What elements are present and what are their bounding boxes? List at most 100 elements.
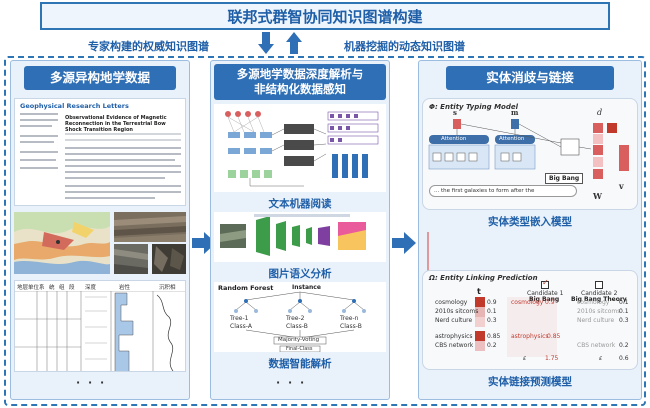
rf-tree-n: Tree-n [340, 315, 359, 322]
outcrop-photo-3 [152, 244, 186, 274]
svg-text:d: d [597, 108, 602, 117]
link-row-5-term: CBS network [435, 342, 474, 349]
rf-tree-1: Tree-1 [230, 315, 249, 322]
arrow-right-icon-2 [392, 232, 416, 254]
link-row-3-v2: 0.3 [619, 317, 629, 324]
log-header-4: 段 [69, 285, 75, 291]
geologic-map-image [14, 212, 110, 274]
typing-title: Φ: Entity Typing Model [429, 103, 518, 111]
link-row-2-c2: 2010s sitcoms [577, 308, 621, 315]
log-header-0: 地层单位 [17, 285, 40, 291]
link-row-4-v1: 0.85 [547, 333, 561, 340]
typing-mention: Big Bang [545, 173, 584, 184]
rf-final: Final-Class [286, 346, 313, 352]
score1-value: 1.75 [545, 355, 559, 362]
column1-more: · · · [76, 376, 107, 389]
link-row-2-term: 2010s sitcoms [435, 308, 479, 315]
link-row-5-c2: CBS network [577, 342, 616, 349]
link-row-5-t: 0.2 [487, 342, 497, 349]
link-row-3-term: Nerd culture [435, 317, 473, 324]
paper-journal: Geophysical Research Letters [20, 102, 129, 110]
score2-value: 0.6 [619, 355, 629, 362]
attention-label-2: Attention [499, 136, 525, 142]
typing-sentence-a: ... the first galaxies to form after the [434, 188, 535, 194]
rf-class-2: Class-B [286, 323, 308, 330]
link-row-3-c2: Nerd culture [577, 317, 615, 324]
column1-header: 多源异构地学数据 [24, 66, 176, 90]
link-row-2-v2: 0.1 [619, 308, 629, 315]
rf-class-n: Class-B [340, 323, 362, 330]
machine-kg-label: 机器挖掘的动态知识图谱 [344, 40, 465, 53]
image-analysis-cnn-diagram [214, 212, 386, 262]
arrow-up-icon [286, 32, 302, 54]
caption-text-reading: 文本机器阅读 [268, 198, 332, 210]
log-header-6: 岩性 [119, 285, 131, 291]
candidate2-name: Big Bang Theory [571, 296, 627, 303]
score1-symbol: ε [523, 355, 527, 362]
rf-instance: Instance [292, 284, 321, 291]
candidate1-label: Candidate 1 [527, 290, 564, 297]
link-row-1-v1: 0.9 [545, 299, 555, 306]
text-reading-network-diagram [214, 104, 386, 192]
link-row-5-v2: 0.2 [619, 342, 629, 349]
expert-kg-label: 专家构建的权威知识图谱 [88, 40, 209, 53]
column2-header: 多源地学数据深度解析与 非结构化数据感知 [214, 64, 386, 100]
link-row-3-t: 0.3 [487, 317, 497, 324]
link-row-4-c1: astrophysics [511, 333, 549, 340]
linking-title: Ω: Entity Linking Prediction [429, 274, 538, 282]
log-header-5: 深度 [85, 285, 97, 291]
column3-header: 实体消歧与链接 [446, 66, 614, 90]
svg-text:v: v [618, 181, 624, 191]
rf-class-1: Class-A [230, 323, 252, 330]
rf-tree-graphics [234, 291, 366, 352]
link-row-1-c1: cosmology [511, 299, 544, 306]
outcrop-photo-2 [114, 244, 148, 274]
arrow-down-icon [258, 32, 274, 54]
link-row-2-t: 0.1 [487, 308, 497, 315]
geo-images [14, 212, 186, 274]
entity-linking-model: Ω: Entity Linking Prediction ✓ Candidate… [422, 270, 638, 370]
svg-text:s: s [453, 108, 457, 117]
t-vector-bar [475, 297, 485, 351]
caption-typing-model: 实体类型嵌入模型 [488, 216, 572, 228]
random-forest-diagram: Random Forest Instance Tree-1 Tree-2 Tre… [214, 282, 386, 352]
t-vector-label: t [477, 287, 481, 296]
column2-header-line1: 多源地学数据深度解析与 [236, 67, 364, 82]
candidate1-name: Big Bang [529, 296, 560, 303]
log-header-2: 统 [49, 285, 55, 291]
column2-header-line2: 非结构化数据感知 [254, 82, 346, 96]
typing-model-graphics: d v W s m [428, 108, 629, 201]
candidate1-column-highlight [507, 297, 557, 357]
candidate1-checkbox[interactable]: ✓ [541, 278, 549, 289]
main-frame [4, 56, 646, 406]
outcrop-photo-1 [114, 212, 186, 242]
log-table-grid [15, 291, 185, 371]
attention-label-1: Attention [441, 136, 467, 142]
main-title: 联邦式群智协同知识图谱构建 [40, 2, 610, 30]
log-header-1: 系 [39, 285, 45, 291]
link-row-4-t: 0.85 [487, 333, 501, 340]
rf-title: Random Forest [218, 284, 274, 292]
svg-text:W: W [592, 191, 603, 201]
svg-text:m: m [511, 108, 519, 117]
caption-data-parsing: 数据智能解析 [268, 358, 332, 370]
caption-linking-model: 实体链接预测模型 [488, 376, 572, 388]
candidate2-label: Candidate 2 [581, 290, 618, 297]
rf-tree-2: Tree-2 [286, 315, 305, 322]
rf-voting: Majority-Voting [278, 337, 320, 343]
paper-heading: Observational Evidence of Magnetic Recon… [65, 115, 167, 133]
candidate2-checkbox[interactable] [595, 281, 603, 289]
score2-symbol: ε [599, 355, 603, 362]
caption-image-analysis: 图片语义分析 [268, 268, 332, 280]
entity-typing-model: Φ: Entity Typing Model d v W s m Attenti… [422, 98, 638, 210]
log-header-7: 沉积相 [159, 285, 176, 291]
paper-thumbnail: Geophysical Research Letters Observation… [14, 98, 186, 206]
log-header-3: 组 [59, 285, 65, 291]
link-row-1-c2: cosmology [577, 299, 610, 306]
link-row-4-term: astrophysics [435, 333, 473, 340]
link-row-1-term: cosmology [435, 299, 468, 306]
typing-sentence: ... the first galaxies to form after the [429, 185, 577, 197]
link-row-1-t: 0.9 [487, 299, 497, 306]
link-row-1-v2: 0.1 [619, 299, 629, 306]
stratigraphic-log-table: 地层单位 系 统 组 段 深度 岩性 沉积相 [14, 280, 186, 372]
